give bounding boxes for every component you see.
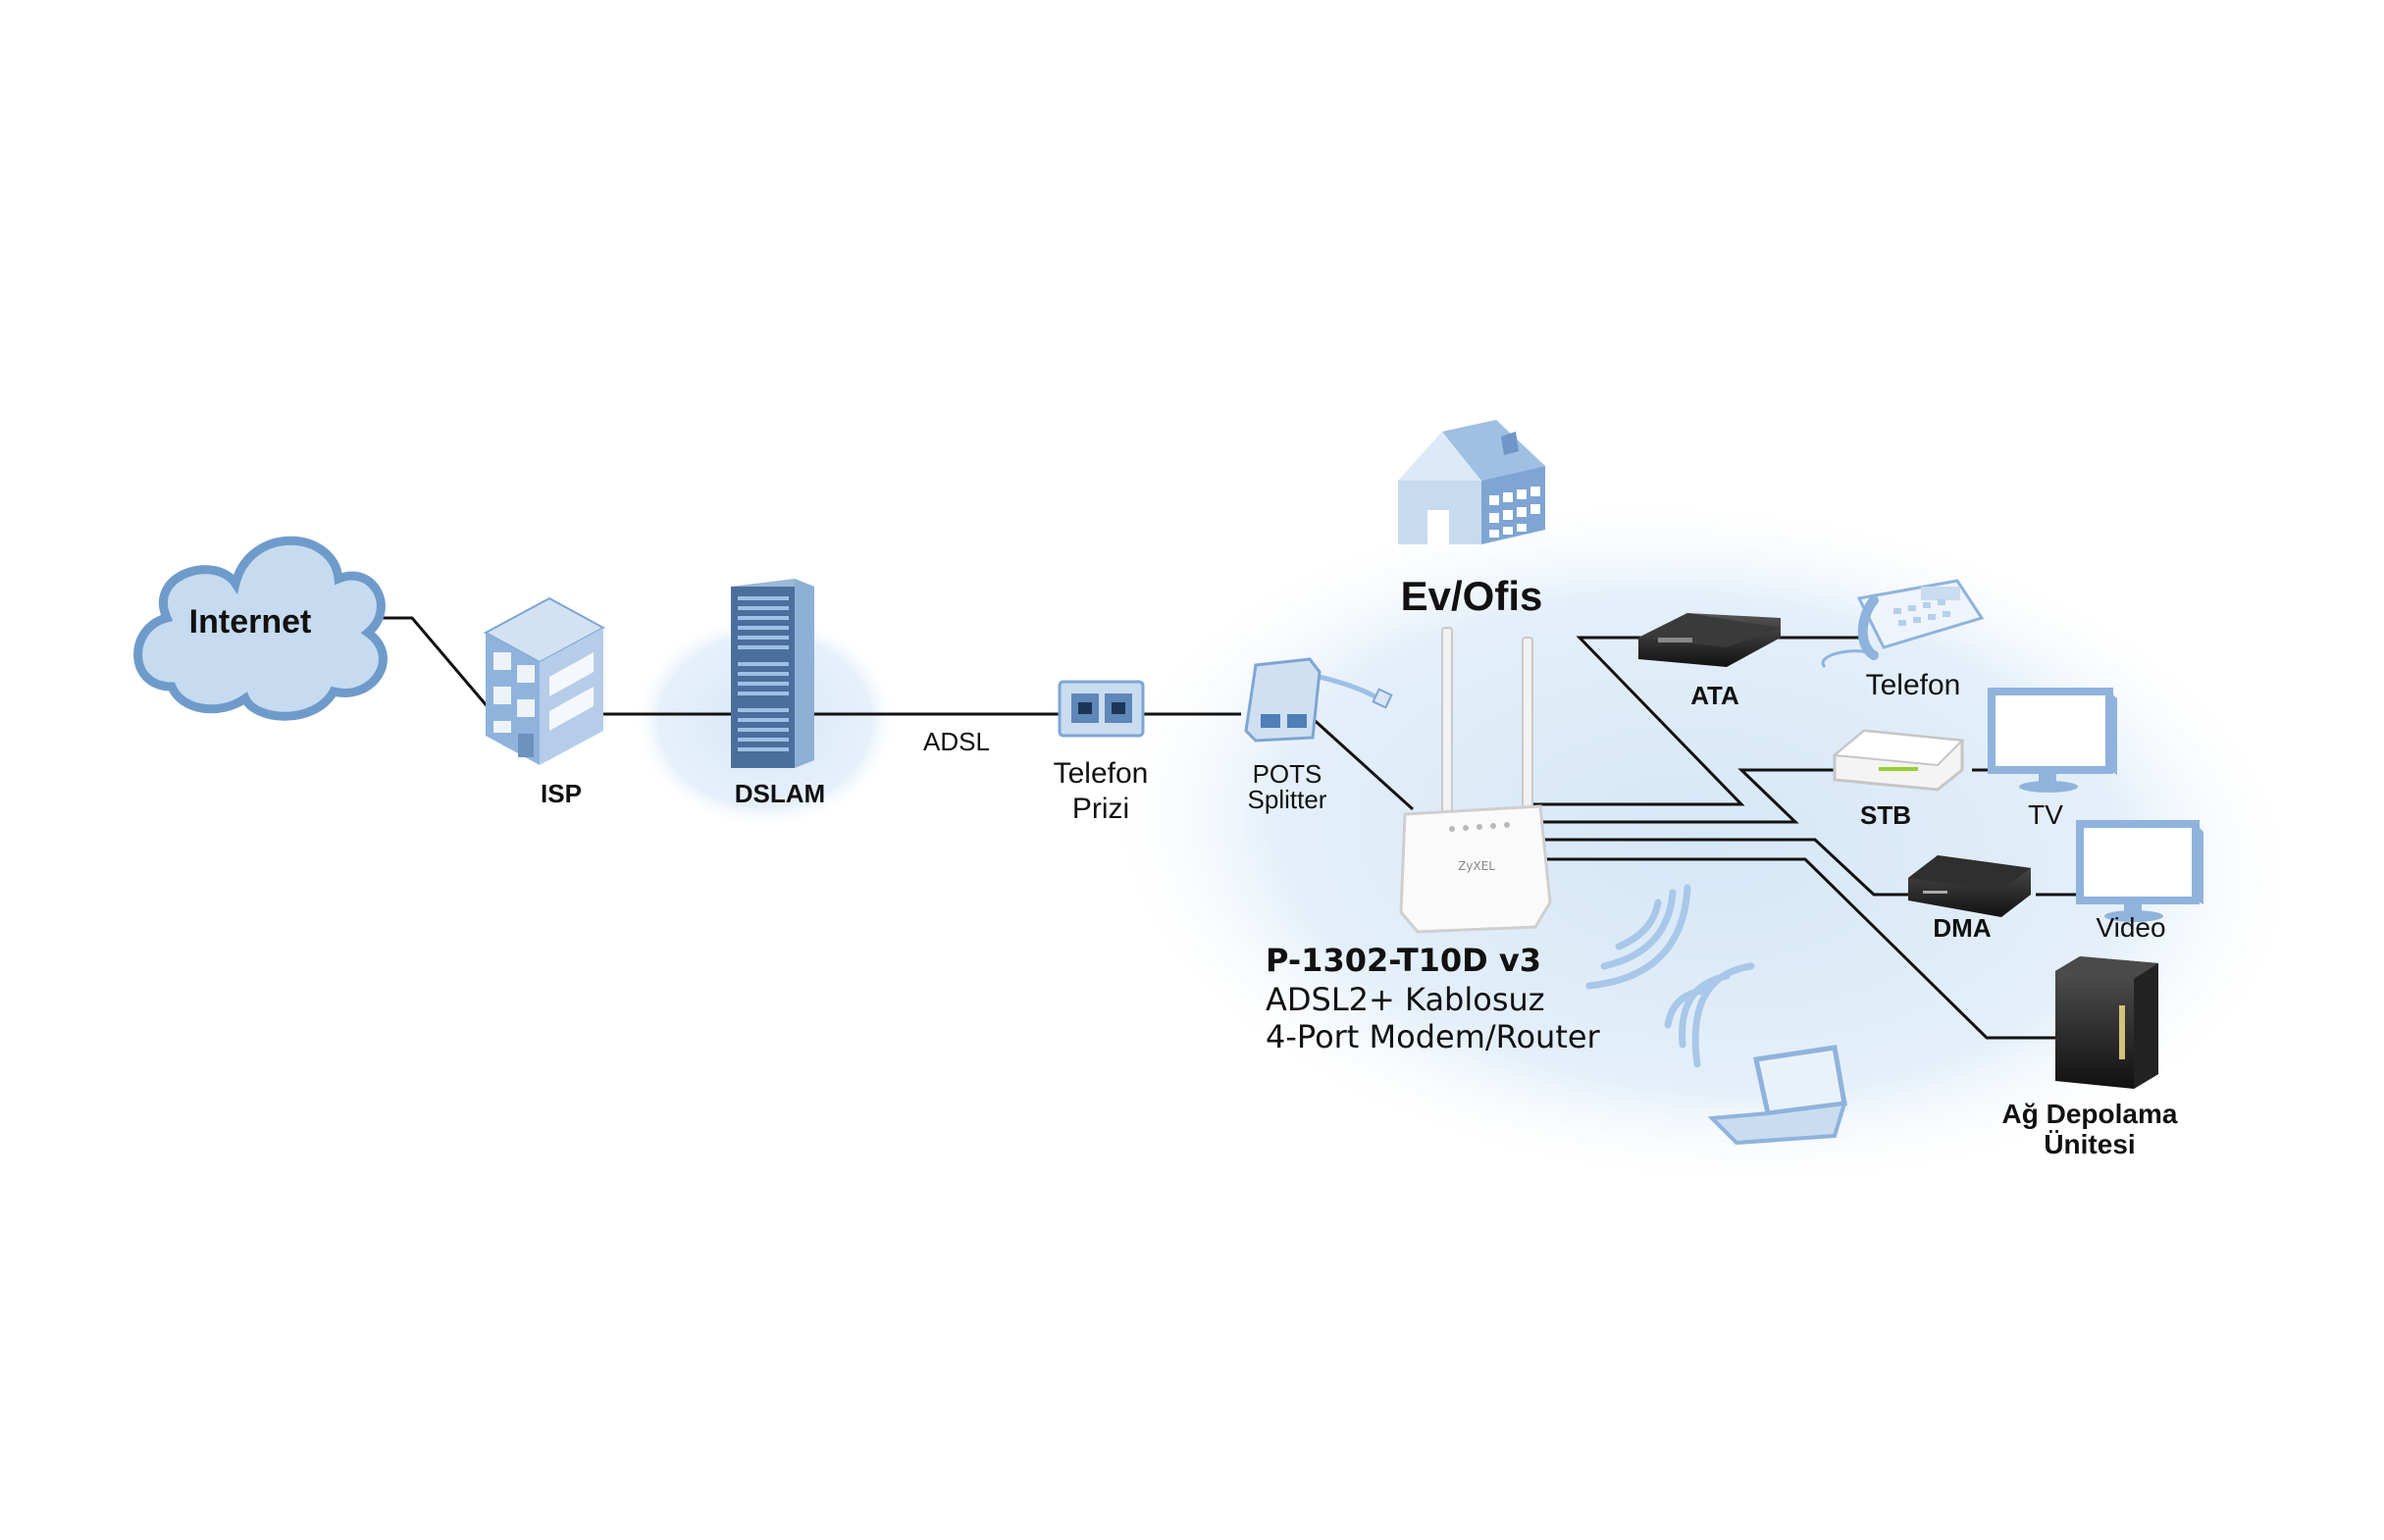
router-brand-text: ZyXEL — [1458, 859, 1495, 873]
stb-icon — [1832, 729, 1965, 792]
server-rack-icon — [731, 579, 814, 768]
nas-icon — [2055, 956, 2158, 1089]
splitter-icon — [1244, 657, 1393, 743]
cloud-icon — [133, 536, 388, 721]
monitor-icon — [2076, 820, 2203, 922]
isp-label: ISP — [541, 779, 582, 808]
internet-label: Internet — [189, 603, 312, 641]
wall-jack-label-line1: Telefon — [1054, 757, 1149, 790]
nas-label-line1: Ağ Depolama — [2002, 1099, 2178, 1129]
router-icon: ZyXEL — [1399, 627, 1552, 934]
dma-icon — [1908, 855, 2031, 917]
wall-jack-label-line2: Prizi — [1072, 793, 1129, 825]
dslam-label: DSLAM — [735, 779, 825, 808]
splitter-label-line1: POTS — [1253, 759, 1322, 789]
router-desc-line2: 4-Port Modem/Router — [1266, 1018, 1601, 1055]
phone-icon — [1821, 579, 1985, 669]
house-icon — [1398, 420, 1545, 544]
tv-label: TV — [2028, 799, 2063, 830]
nas-label-line2: Ünitesi — [2044, 1129, 2135, 1159]
ata-icon — [1638, 613, 1781, 667]
router-model-label: P-1302-T10D v3 — [1266, 942, 1541, 979]
tv-icon — [1988, 688, 2117, 793]
router-desc-line1: ADSL2+ Kablosuz — [1266, 981, 1545, 1018]
video-label: Video — [2096, 912, 2165, 943]
home-label: Ev/Ofis — [1401, 573, 1543, 619]
laptop-icon — [1707, 1045, 1847, 1146]
wires — [353, 616, 2090, 1040]
building-icon — [483, 596, 606, 765]
stb-label: STB — [1860, 800, 1911, 830]
phone-label: Telefon — [1866, 669, 1961, 701]
ata-label: ATA — [1690, 681, 1739, 710]
home-network-halo — [1095, 492, 2309, 1195]
adsl-label: ADSL — [923, 727, 990, 756]
splitter-label-line2: Splitter — [1248, 785, 1327, 814]
wall-jack-icon — [1058, 680, 1145, 738]
wifi-icon — [1585, 884, 1755, 1068]
dma-label: DMA — [1933, 913, 1991, 943]
